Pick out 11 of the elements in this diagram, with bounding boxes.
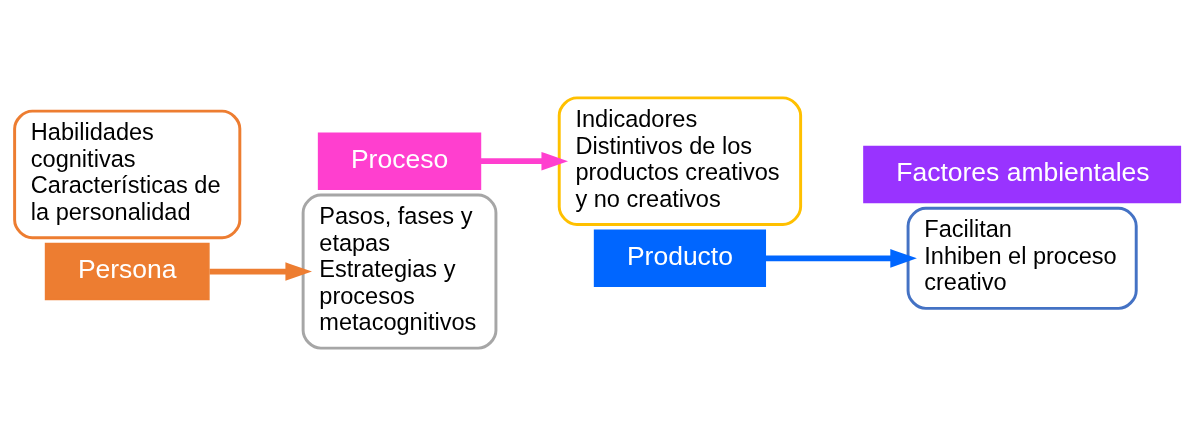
node-box: Proceso bbox=[317, 131, 482, 190]
node-box: Persona bbox=[44, 242, 210, 300]
arrow bbox=[765, 248, 917, 268]
node-box: Pasos, fases y etapas Estrategias y procesos metacognitivos bbox=[301, 193, 498, 350]
node-box: Habilidades cognitivas Características de la personalidad bbox=[13, 109, 242, 239]
node-box: Indicadores Distintivos de los productos creativos y no creativos bbox=[557, 95, 803, 226]
arrow bbox=[480, 151, 569, 170]
node-box: Producto bbox=[593, 229, 767, 287]
arrow bbox=[209, 261, 312, 281]
node-box: Facilitan Inhiben el proceso creativo bbox=[906, 206, 1138, 310]
node-box: Factores ambientales bbox=[863, 145, 1182, 203]
